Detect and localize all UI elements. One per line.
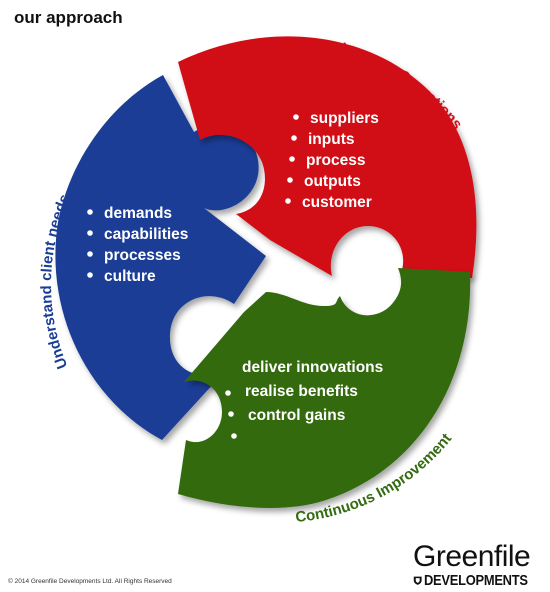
list-item: customer bbox=[302, 194, 372, 211]
list-item: inputs bbox=[308, 131, 355, 148]
understand-items: demands capabilities processes culture bbox=[87, 205, 188, 285]
list-item: realise benefits bbox=[245, 383, 358, 400]
bullet-icon bbox=[291, 135, 297, 141]
bullet-icon bbox=[87, 209, 93, 215]
improvement-items: deliver innovations realise benefits con… bbox=[225, 359, 383, 439]
list-item: deliver innovations bbox=[242, 359, 383, 376]
bullet-icon bbox=[289, 156, 295, 162]
bullet-icon bbox=[228, 411, 234, 417]
understand-segment bbox=[55, 75, 267, 440]
operations-segment bbox=[178, 36, 477, 278]
logo-tagline: DEVELOPMENTS bbox=[424, 572, 529, 589]
shield-icon bbox=[413, 576, 422, 585]
copyright-notice: © 2014 Greenfile Developments Ltd. All R… bbox=[8, 578, 172, 585]
list-item: capabilities bbox=[104, 226, 188, 243]
bullet-icon bbox=[287, 177, 293, 183]
bullet-icon bbox=[285, 198, 291, 204]
logo-wordmark: Greenfile bbox=[413, 540, 531, 573]
list-item: culture bbox=[104, 268, 156, 285]
improvement-segment bbox=[178, 268, 471, 508]
bullet-icon bbox=[87, 251, 93, 257]
list-item: processes bbox=[104, 247, 181, 264]
list-item: outputs bbox=[304, 173, 361, 190]
operations-items: suppliers inputs process outputs custome… bbox=[285, 110, 379, 211]
list-item: process bbox=[306, 152, 365, 169]
page-title: our approach bbox=[14, 8, 123, 27]
logo-subline: DEVELOPMENTS bbox=[413, 572, 545, 589]
list-item: control gains bbox=[248, 407, 345, 424]
bullet-icon bbox=[231, 433, 237, 439]
list-item: demands bbox=[104, 205, 172, 222]
bullet-icon bbox=[225, 390, 231, 396]
bullet-icon bbox=[293, 114, 299, 120]
bullet-icon bbox=[87, 230, 93, 236]
bullet-icon bbox=[87, 272, 93, 278]
company-logo: Greenfile DEVELOPMENTS bbox=[413, 540, 545, 590]
list-item: suppliers bbox=[310, 110, 379, 127]
